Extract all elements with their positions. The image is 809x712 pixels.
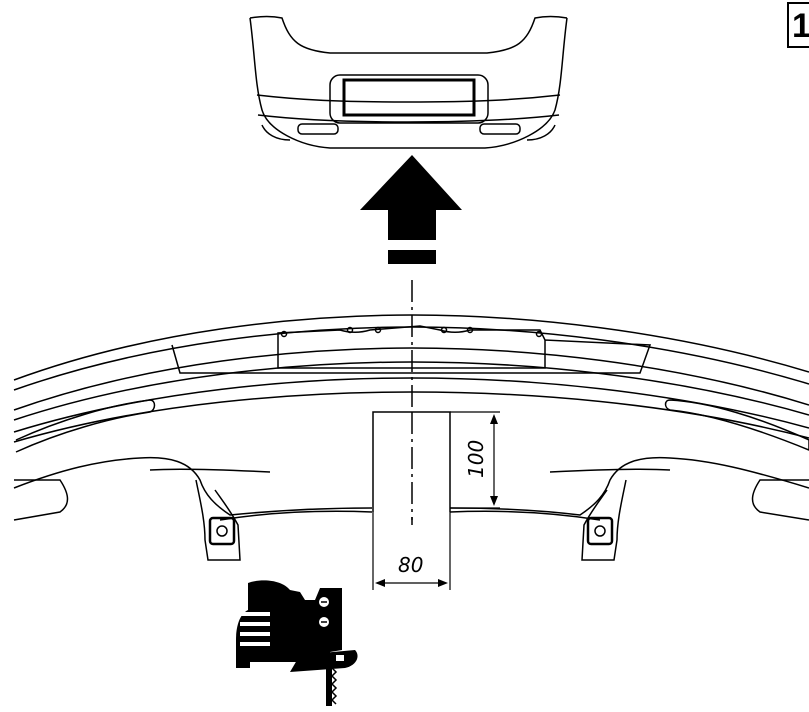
height-dimension: [450, 411, 500, 509]
jigsaw-icon: [236, 580, 358, 706]
height-label: 100: [464, 440, 488, 478]
width-label: 80: [398, 553, 423, 577]
rear-bumper-icon: [249, 15, 568, 149]
arrow-up-icon: [360, 155, 462, 264]
step-number: 1: [792, 7, 809, 45]
width-dimension: [372, 512, 451, 590]
bumper-detail-view: [13, 314, 809, 561]
cutout-outline: [372, 411, 451, 525]
step-number-box: 1: [787, 2, 809, 48]
